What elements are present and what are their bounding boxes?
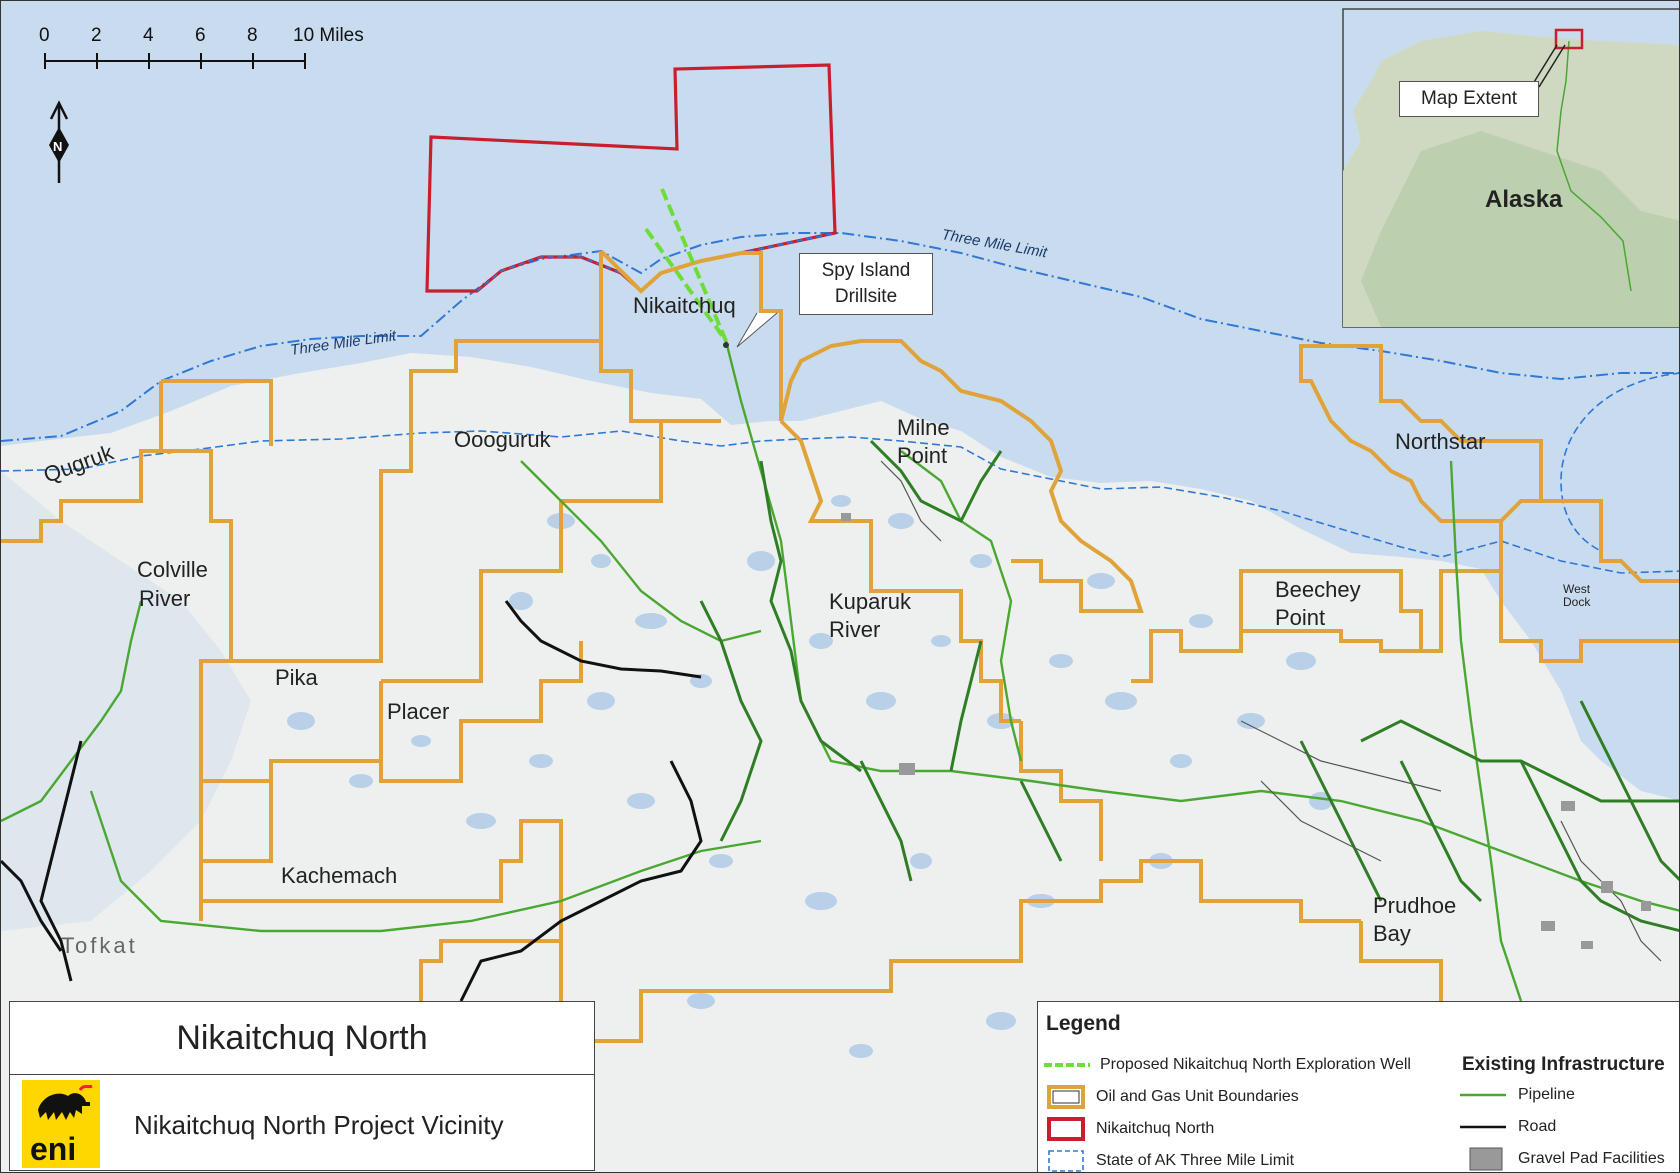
legend-label-proposed-well: Proposed Nikaitchuq North Exploration We…	[1100, 1056, 1411, 1073]
legend-label-pipeline: Pipeline	[1518, 1086, 1575, 1103]
eni-logo: eni	[22, 1080, 100, 1168]
legend-item-gravel-pad: Gravel Pad Facilities	[1466, 1146, 1665, 1172]
label-northstar: Northstar	[1395, 429, 1485, 454]
legend-item-proposed-well: Proposed Nikaitchuq North Exploration We…	[1044, 1056, 1411, 1074]
scale-tick-8: 8	[247, 25, 258, 46]
roads	[1, 600, 703, 1002]
legend-label-gravel-pad: Gravel Pad Facilities	[1518, 1150, 1665, 1167]
pipelines-dense	[699, 439, 1679, 933]
inset-map-extent-callout: Map Extent	[1399, 81, 1539, 117]
scale-tick-0: 0	[39, 25, 50, 46]
spy-island-callout-pointer	[736, 312, 778, 348]
legend-label-three-mile-limit: State of AK Three Mile Limit	[1096, 1152, 1295, 1169]
label-nikaitchuq: Nikaitchuq	[633, 293, 736, 318]
three-mile-limit-inner	[1, 430, 1679, 574]
eni-logo-text: eni	[30, 1131, 76, 1167]
label-pika: Pika	[275, 665, 319, 690]
scale-bar: 0 2 4 6 8 10 Miles	[39, 25, 364, 69]
label-colville-2: River	[139, 586, 190, 611]
label-tofkat: Tofkat	[61, 933, 138, 958]
label-kachemach: Kachemach	[281, 863, 397, 888]
spy-island-callout: Spy Island Drillsite	[799, 253, 933, 315]
label-west-dock-1: West	[1563, 582, 1591, 596]
inset-map: Alaska	[1342, 8, 1679, 328]
legend-panel: Legend Proposed Nikaitchuq North Explora…	[1037, 1001, 1679, 1172]
scale-tick-4: 4	[143, 25, 154, 46]
spy-island-callout-line2: Drillsite	[834, 286, 898, 307]
label-prudhoe-1: Prudhoe	[1373, 893, 1456, 918]
label-oooguruk: Oooguruk	[454, 427, 552, 452]
legend-label-road: Road	[1518, 1118, 1557, 1135]
spy-island-drillsite-marker	[723, 342, 729, 348]
label-west-dock-2: Dock	[1563, 595, 1591, 609]
legend-item-road: Road	[1458, 1118, 1556, 1136]
title-block: Nikaitchuq North eni Nikaitchuq North Pr…	[9, 1001, 595, 1171]
north-letter: N	[53, 139, 62, 154]
label-milne-2: Point	[897, 443, 947, 468]
map-subtitle: Nikaitchuq North Project Vicinity	[134, 1110, 504, 1140]
legend-item-unit-boundaries: Oil and Gas Unit Boundaries	[1046, 1084, 1299, 1110]
scale-tick-2: 2	[91, 25, 102, 46]
label-prudhoe-2: Bay	[1373, 921, 1411, 946]
proposed-exploration-wells	[644, 188, 728, 343]
label-placer: Placer	[387, 699, 449, 724]
inset-label-alaska: Alaska	[1485, 186, 1563, 213]
label-kuparuk-1: Kuparuk	[829, 589, 912, 614]
north-arrow-icon: N	[49, 100, 69, 183]
label-beechey-2: Point	[1275, 605, 1325, 630]
legend-title: Legend	[1046, 1012, 1121, 1035]
legend-item-three-mile-limit: State of AK Three Mile Limit	[1046, 1148, 1295, 1172]
map-title: Nikaitchuq North	[10, 1002, 594, 1075]
label-colville-1: Colville	[137, 557, 208, 582]
legend-label-nikaitchuq-north: Nikaitchuq North	[1096, 1120, 1215, 1137]
legend-item-nikaitchuq-north: Nikaitchuq North	[1046, 1116, 1214, 1142]
unit-boundaries	[1, 249, 1679, 1043]
legend-label-unit-boundaries: Oil and Gas Unit Boundaries	[1096, 1088, 1299, 1105]
legend-item-pipeline: Pipeline	[1458, 1086, 1575, 1104]
spy-island-callout-line1: Spy Island	[821, 260, 911, 281]
scale-tick-10-miles: 10 Miles	[293, 25, 364, 46]
label-beechey-1: Beechey	[1275, 577, 1361, 602]
three-mile-limit-line	[1, 232, 1679, 442]
minor-roads	[880, 460, 1662, 962]
scale-tick-6: 6	[195, 25, 206, 46]
gravel-pads	[841, 513, 1651, 949]
legend-infra-heading: Existing Infrastructure	[1462, 1054, 1665, 1075]
inset-map-extent-text: Map Extent	[1420, 88, 1518, 109]
label-milne-1: Milne	[897, 415, 950, 440]
label-kuparuk-2: River	[829, 617, 880, 642]
